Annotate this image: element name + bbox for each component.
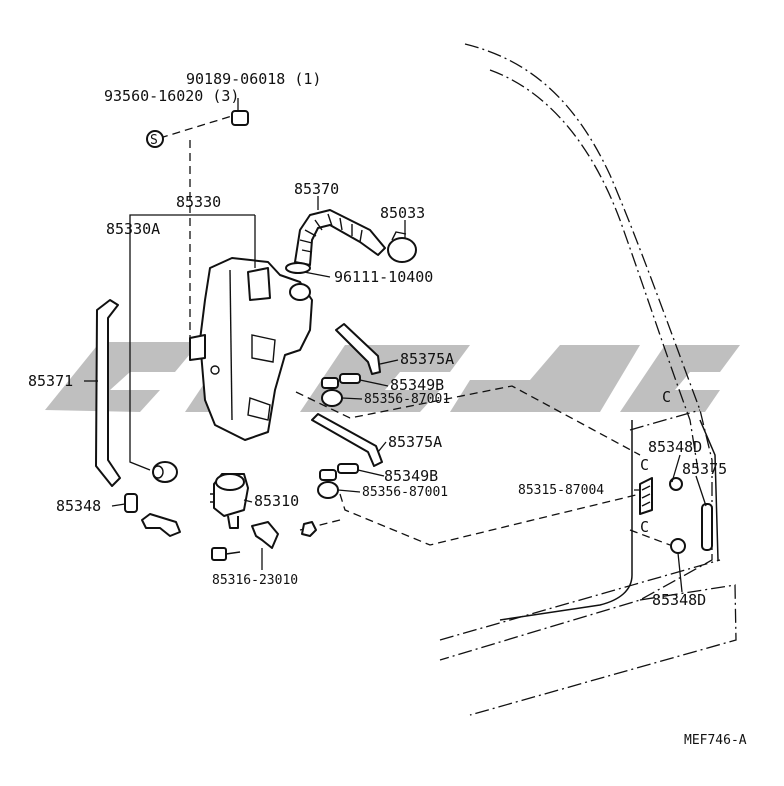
long-hose <box>95 299 121 487</box>
rear-nozzle-lower <box>670 538 686 554</box>
cap <box>387 231 417 263</box>
label-85375: 85375 <box>682 460 727 478</box>
washer-pump <box>210 473 249 529</box>
part-labels: 90189-06018 (1) 93560-16020 (3) 85330 85… <box>28 70 747 748</box>
pump-bracket <box>211 521 317 561</box>
label-85356-87001-lower: 85356-87001 <box>362 485 448 500</box>
connector-lower <box>317 463 359 499</box>
diagram-id: MEF746-A <box>684 733 747 748</box>
label-85330: 85330 <box>176 193 221 211</box>
label-85356-87001-upper: 85356-87001 <box>364 392 450 407</box>
rear-nozzle-upper <box>669 477 683 491</box>
rear-grommet <box>639 477 653 515</box>
label-85371: 85371 <box>28 372 73 390</box>
label-85310: 85310 <box>254 492 299 510</box>
label-96111-10400: 96111-10400 <box>334 268 433 286</box>
c-symbol-1: C <box>662 388 671 406</box>
clip-top: S <box>146 98 249 148</box>
grommet <box>152 461 178 483</box>
label-85375a-lower: 85375A <box>388 433 442 451</box>
door-markers: C C C <box>640 388 671 536</box>
leader-lines <box>84 196 707 593</box>
hose-85375a-upper <box>335 323 381 375</box>
rear-hose-85375 <box>701 503 713 551</box>
small-hose-left <box>124 493 181 537</box>
washer-tank <box>189 257 313 441</box>
label-85315-87004: 85315-87004 <box>518 483 604 498</box>
label-85349b-upper: 85349B <box>390 376 444 394</box>
label-93560-16020: 93560-16020 (3) <box>104 87 239 105</box>
filler-hose <box>285 209 386 301</box>
label-85348d-lower: 85348D <box>652 591 706 609</box>
label-90189-06018: 90189-06018 (1) <box>186 70 321 88</box>
label-85330a: 85330A <box>106 220 160 238</box>
dashed-routing-lines <box>159 115 671 546</box>
label-85316-23010: 85316-23010 <box>212 573 298 588</box>
hose-85375a-lower <box>311 413 383 467</box>
label-85348: 85348 <box>56 497 101 515</box>
label-85033: 85033 <box>380 204 425 222</box>
c-symbol-3: C <box>640 518 649 536</box>
label-85370: 85370 <box>294 180 339 198</box>
label-85375a-upper: 85375A <box>400 350 454 368</box>
connector-upper <box>321 373 361 407</box>
vehicle-body-outline <box>439 43 737 716</box>
label-85349b-lower: 85349B <box>384 467 438 485</box>
c-symbol-2: C <box>640 456 649 474</box>
s-symbol: S <box>150 133 158 148</box>
label-85348d-upper: 85348D <box>648 438 702 456</box>
